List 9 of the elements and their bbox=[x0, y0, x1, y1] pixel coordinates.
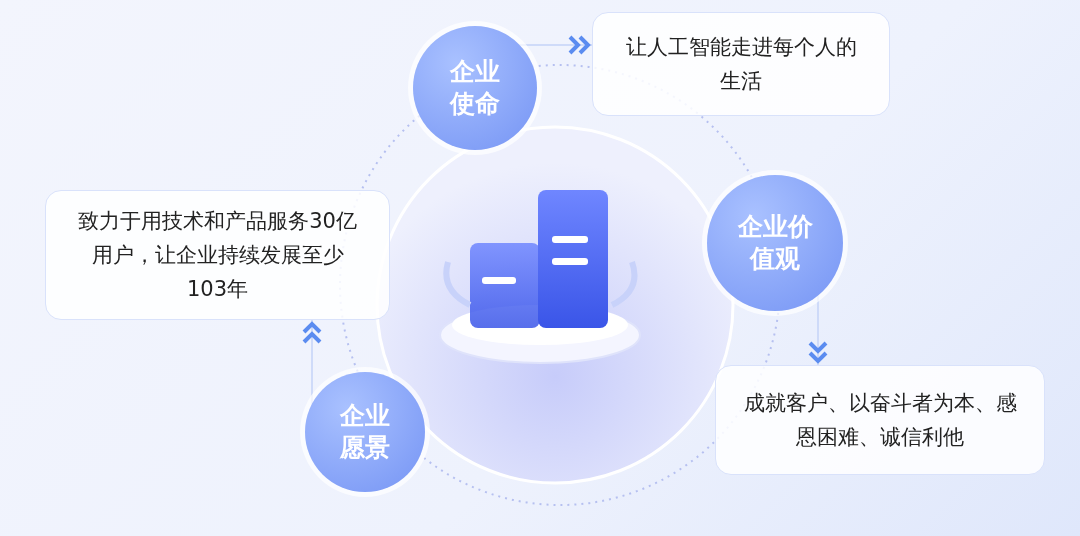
circle-title: 企业使命 bbox=[448, 56, 501, 120]
card-text: 让人工智能走进每个人的生活 bbox=[624, 34, 858, 95]
text-card bbox=[592, 12, 890, 116]
card-text: 成就客户、以奋斗者为本、感恩困难、诚信利他 bbox=[742, 390, 1018, 451]
circle-title: 企业价值观 bbox=[736, 211, 814, 275]
text-card bbox=[715, 365, 1045, 475]
card-text: 致力于用技术和产品服务30亿用户，让企业持续发展至少103年 bbox=[77, 208, 358, 303]
text-card bbox=[45, 190, 390, 320]
circle-title: 企业愿景 bbox=[338, 400, 391, 464]
